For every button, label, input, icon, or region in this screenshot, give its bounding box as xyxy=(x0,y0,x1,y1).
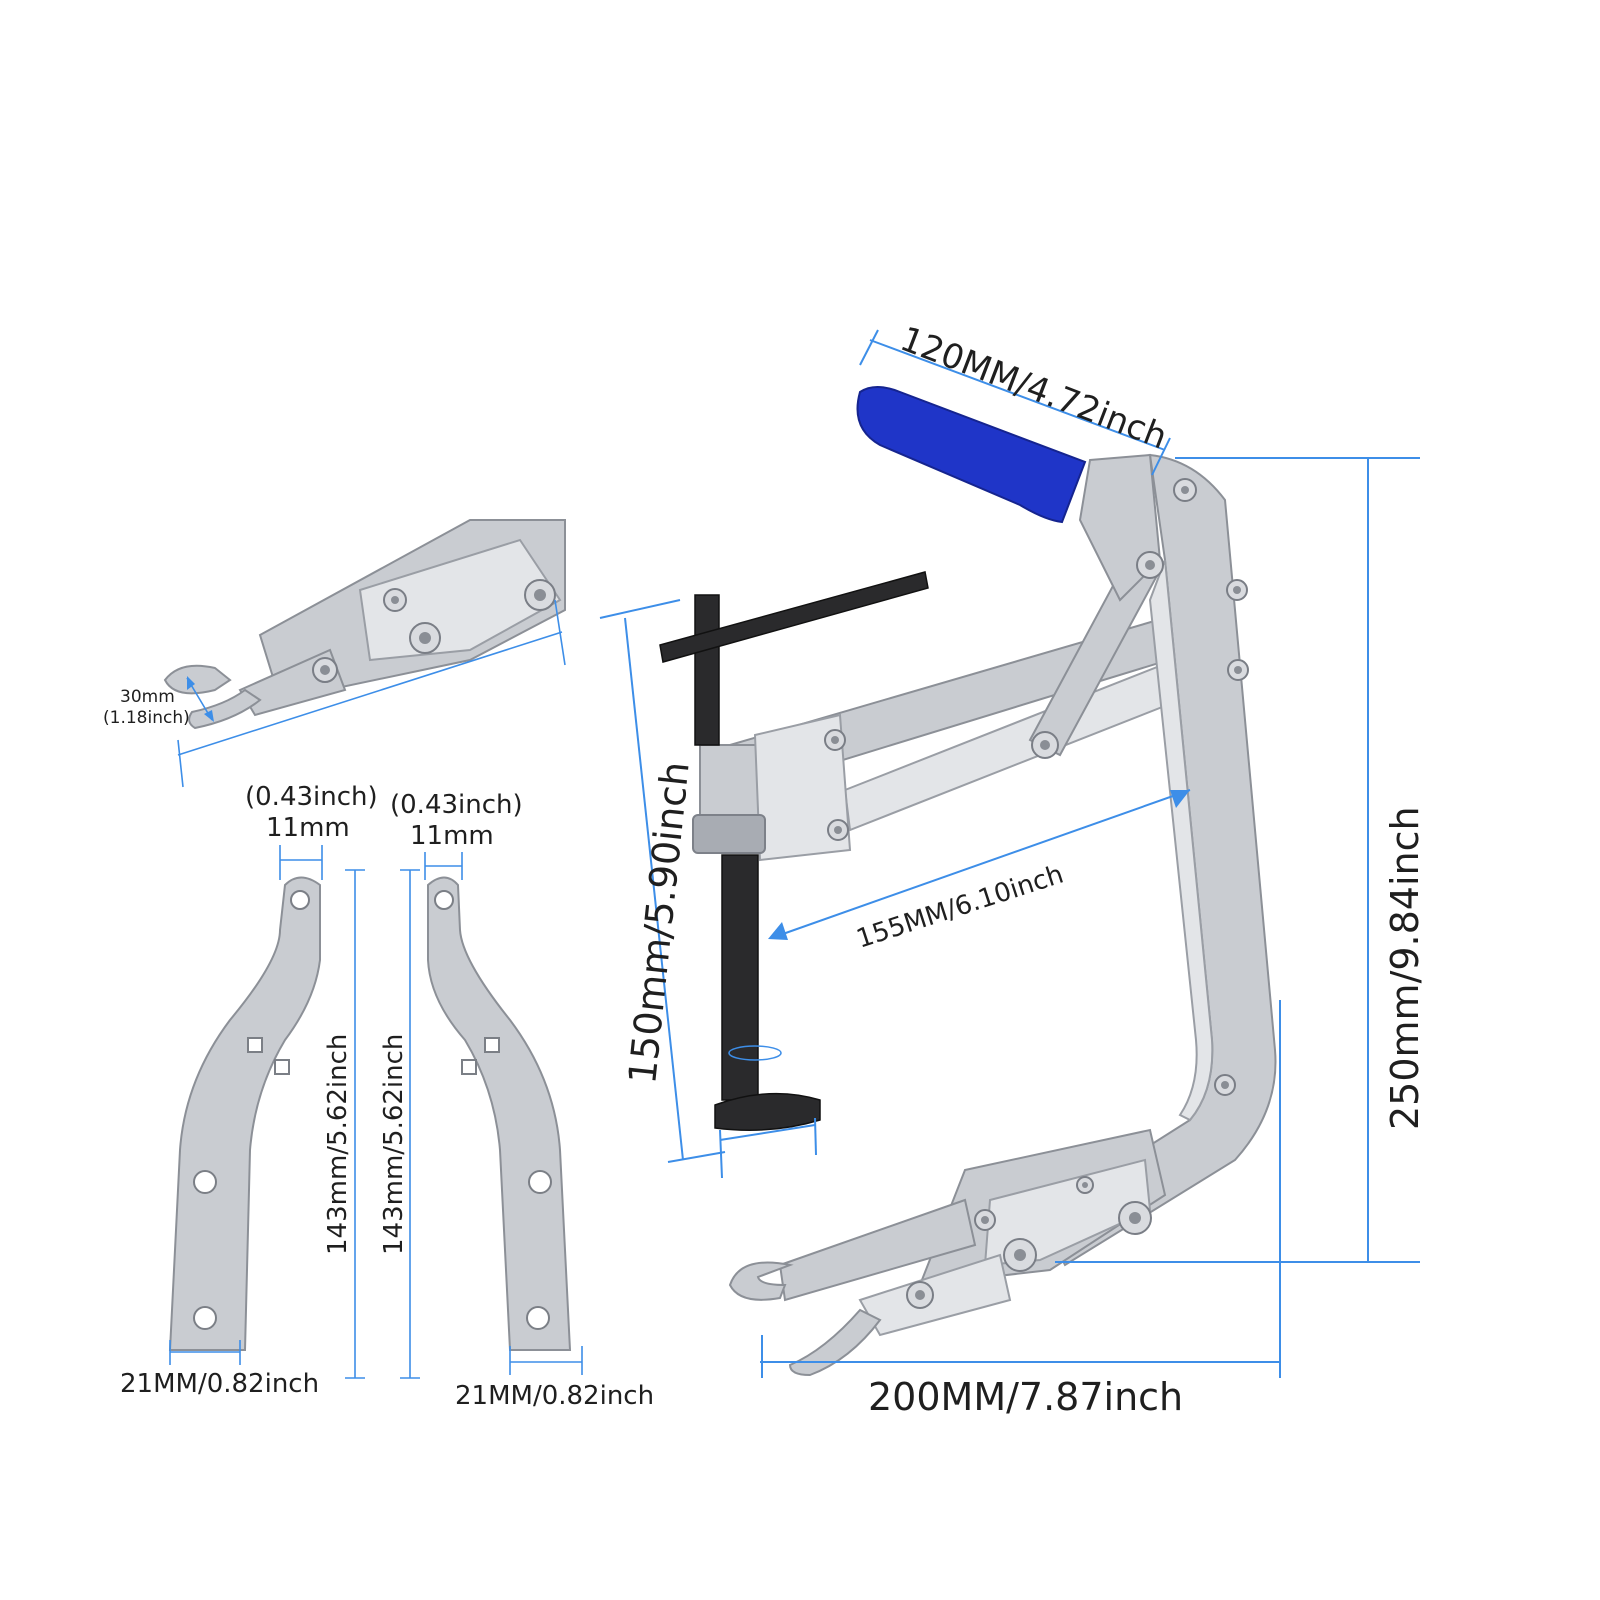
detail-hook-bottom xyxy=(188,688,262,730)
c-frame-inner xyxy=(1148,559,1214,1122)
label-adapter-right-width: 21MM/0.82inch xyxy=(455,1381,654,1411)
t-bar xyxy=(659,571,929,663)
adapter-right xyxy=(427,876,572,1351)
label-jaw-depth: 155MM/6.10inch xyxy=(853,859,1067,954)
adapter-left xyxy=(168,876,321,1351)
jaw-hook-top xyxy=(728,1261,794,1301)
lower-arm-plate xyxy=(983,1158,1152,1267)
label-adapter-right-tip-mm: 11mm xyxy=(410,821,494,851)
label-adapter-right-tip-inch: (0.43inch) xyxy=(390,790,523,820)
dimension-lines xyxy=(169,329,1420,1379)
label-clamp-height: 150mm/5.90inch xyxy=(620,760,698,1086)
label-jaw-opening-mm: 30mm xyxy=(120,687,175,707)
jaw-detail-view xyxy=(163,519,566,730)
label-adapter-left-tip-inch: (0.43inch) xyxy=(245,782,378,812)
detail-hook-top xyxy=(163,664,232,695)
label-adapter-left-tip-mm: 11mm xyxy=(266,813,350,843)
spindle-top xyxy=(694,594,720,746)
spindle-thread xyxy=(721,854,759,1101)
detail-plate xyxy=(358,538,562,662)
jaw-hook-bottom xyxy=(788,1308,882,1377)
label-adapter-left-length: 143mm/5.62inch xyxy=(323,1034,353,1255)
label-total-height: 250mm/9.84inch xyxy=(1383,806,1427,1130)
clamp-nut xyxy=(692,814,766,854)
rivets xyxy=(824,478,1249,1309)
label-adapter-left-width: 21MM/0.82inch xyxy=(120,1369,319,1399)
clamp-block xyxy=(699,744,761,821)
foot-pad xyxy=(714,1092,821,1131)
main-tool xyxy=(659,386,1277,1377)
label-jaw-opening-inch: (1.18inch) xyxy=(103,708,190,728)
label-adapter-right-length: 143mm/5.62inch xyxy=(379,1034,409,1255)
label-total-width: 200MM/7.87inch xyxy=(868,1375,1183,1419)
handle-grip xyxy=(856,386,1087,524)
